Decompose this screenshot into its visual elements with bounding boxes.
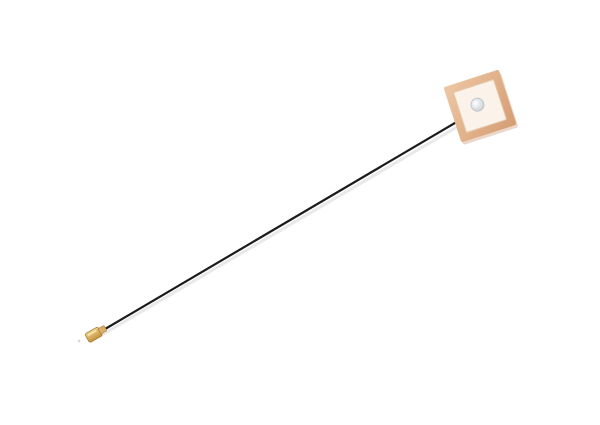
connector-ferrule [97, 325, 107, 335]
connector-highlight [87, 329, 97, 336]
cable-shadow [98, 122, 464, 338]
ceramic-patch-antenna-icon [443, 69, 518, 145]
antenna-feed-point [470, 97, 485, 112]
connector-pin-speck [77, 339, 81, 343]
antenna-face-border [453, 79, 507, 133]
coaxial-cable-icon [98, 118, 462, 334]
ufl-connector-icon [85, 325, 107, 343]
